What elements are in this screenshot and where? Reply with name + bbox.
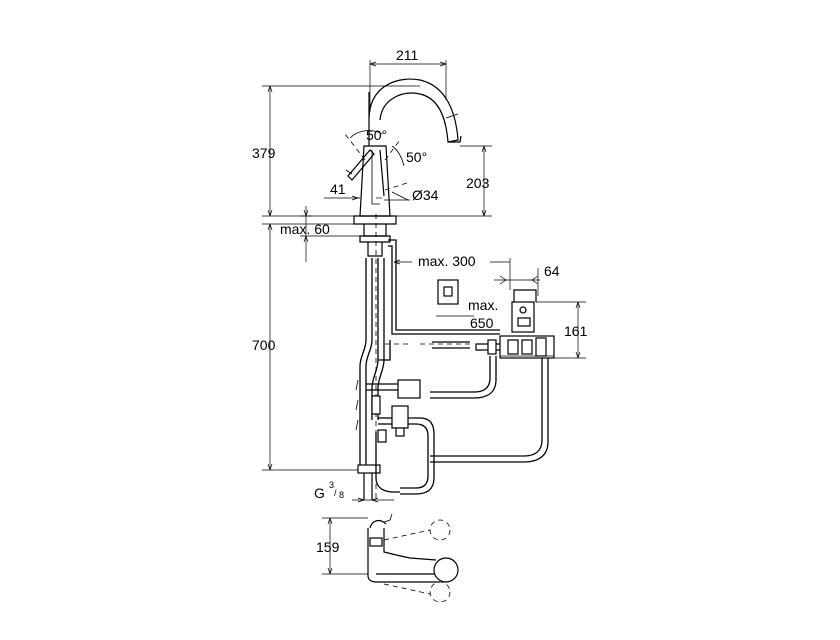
dim-159: 159 bbox=[316, 539, 340, 555]
dimension-lines bbox=[262, 60, 586, 575]
dim-thread-den: 8 bbox=[339, 490, 344, 500]
dimension-labels: 211 379 50° 50° 203 41 Ø34 max. 60 max. … bbox=[252, 47, 588, 555]
top-view-faucet bbox=[367, 513, 459, 603]
lower-fittings bbox=[355, 379, 435, 500]
dim-max-label: max. bbox=[468, 297, 498, 313]
dim-203: 203 bbox=[466, 175, 490, 191]
cable-run bbox=[385, 341, 470, 349]
dim-max-300: max. 300 bbox=[418, 253, 476, 269]
dim-211: 211 bbox=[396, 47, 419, 63]
dim-379: 379 bbox=[252, 145, 276, 161]
dim-angle-right: 50° bbox=[406, 149, 427, 165]
dim-thread-num: 3 bbox=[329, 480, 334, 490]
sensor-box bbox=[436, 279, 474, 317]
dim-161: 161 bbox=[564, 323, 588, 339]
dim-64: 64 bbox=[544, 263, 560, 279]
dim-650: 650 bbox=[470, 315, 494, 331]
dim-700: 700 bbox=[252, 337, 276, 353]
control-valve-box bbox=[475, 289, 555, 359]
faucet-body bbox=[345, 78, 462, 257]
dim-thread-slash: / bbox=[334, 488, 337, 498]
dim-41: 41 bbox=[330, 181, 346, 197]
supply-hoses bbox=[359, 239, 500, 465]
dim-diameter: Ø34 bbox=[412, 187, 439, 203]
return-hoses bbox=[430, 356, 549, 463]
dim-max-60: max. 60 bbox=[280, 221, 330, 237]
dim-thread-prefix: G bbox=[314, 485, 325, 501]
dim-angle-left: 50° bbox=[366, 127, 387, 143]
